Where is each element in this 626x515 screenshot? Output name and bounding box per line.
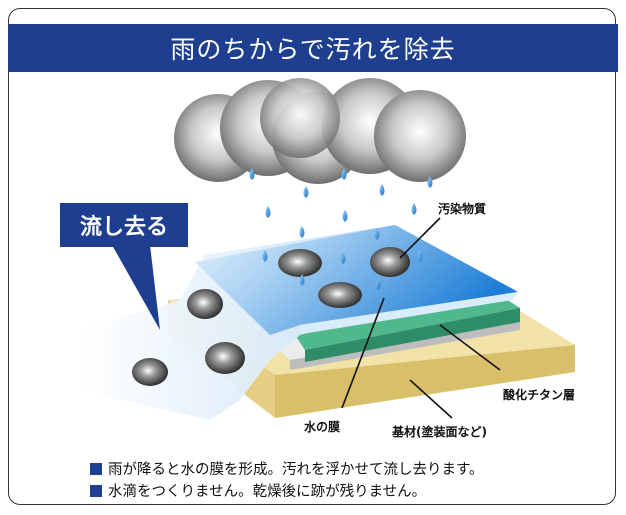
pollutant-leader — [399, 217, 441, 259]
titanium-oxide-layer — [268, 295, 520, 370]
caption-line-1: 雨が降ると水の膜を形成。汚れを浮かせて流し去ります。 — [90, 458, 484, 479]
caption-line-2: 水滴をつくりません。乾燥後に跡が残りません。 — [90, 480, 426, 501]
flow-label-pointer — [112, 245, 160, 330]
water-film — [80, 225, 518, 420]
flow-away-label: 流し去る — [60, 203, 188, 247]
substrate-leader — [409, 379, 453, 419]
water-film-label: 水の膜 — [304, 420, 341, 434]
titanium-leader — [439, 324, 501, 371]
title-bar: 雨のちからで汚れを除去 — [8, 24, 618, 72]
titanium-layer-label: 酸化チタン層 — [503, 388, 576, 402]
cloud-group — [174, 78, 466, 184]
pollutant-particles — [132, 247, 410, 386]
raindrops — [249, 168, 433, 290]
caption-text-1: 雨が降ると水の膜を形成。汚れを浮かせて流し去ります。 — [108, 462, 484, 478]
page-title: 雨のちからで汚れを除去 — [170, 35, 456, 64]
bullet-square-icon — [90, 463, 102, 475]
pollutant-label: 汚染物質 — [438, 202, 487, 216]
caption-text-2: 水滴をつくりません。乾燥後に跡が残りません。 — [108, 484, 427, 500]
substrate-label: 基材(塗装面など) — [392, 425, 487, 439]
leader-lines — [341, 217, 501, 419]
water-film-leader — [341, 297, 385, 409]
bullet-square-icon — [90, 485, 102, 497]
